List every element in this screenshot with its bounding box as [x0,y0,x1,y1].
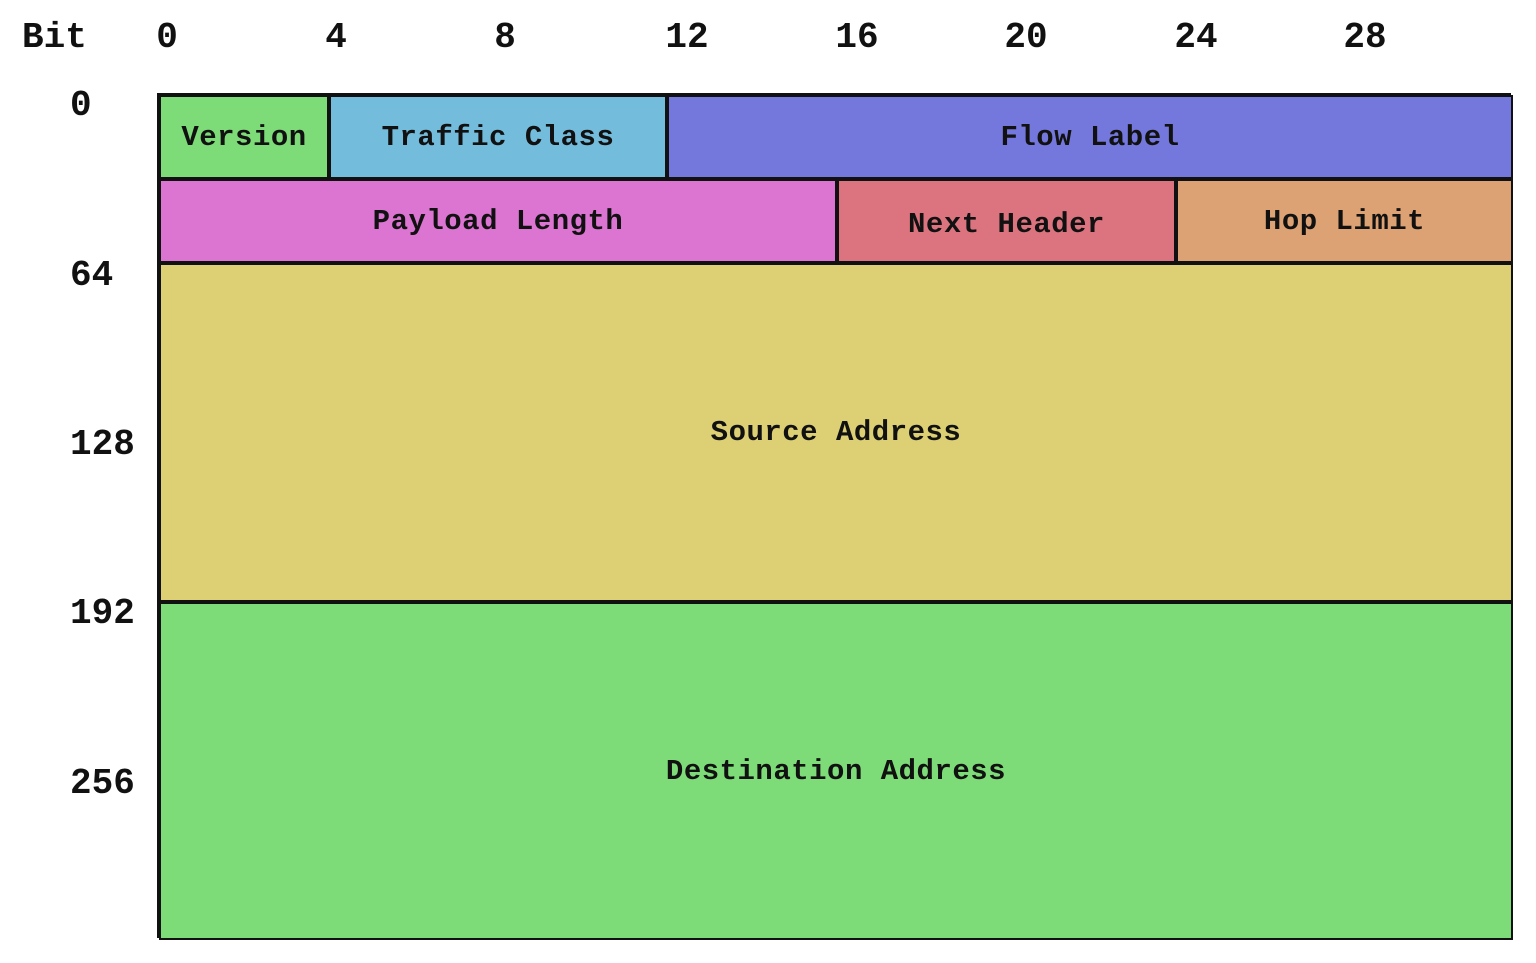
field-version: Version [159,95,331,181]
field-flow-label: Flow Label [667,95,1513,181]
bit-tick-20: 20 [1004,17,1048,58]
bit-tick-0: 0 [156,17,178,58]
bit-tick-8: 8 [494,17,516,58]
ipv6-header-diagram: Version Traffic Class Flow Label Payload… [157,93,1513,940]
row-offset-256: 256 [70,763,135,804]
row-offset-64: 64 [70,255,114,296]
bit-tick-4: 4 [325,17,347,58]
field-traffic-class: Traffic Class [329,95,669,181]
field-next-header: Next Header [837,179,1178,265]
field-hop-limit: Hop Limit [1176,179,1513,265]
bit-tick-24: 24 [1174,17,1218,58]
field-payload-length: Payload Length [159,179,839,265]
bit-axis-title: Bit [22,17,87,58]
row-offset-192: 192 [70,593,135,634]
field-source-address: Source Address [159,263,1513,604]
row-offset-0: 0 [70,85,92,126]
field-destination-address: Destination Address [159,602,1513,940]
bit-tick-12: 12 [665,17,709,58]
row-offset-128: 128 [70,424,135,465]
bit-tick-28: 28 [1343,17,1387,58]
bit-tick-16: 16 [835,17,879,58]
